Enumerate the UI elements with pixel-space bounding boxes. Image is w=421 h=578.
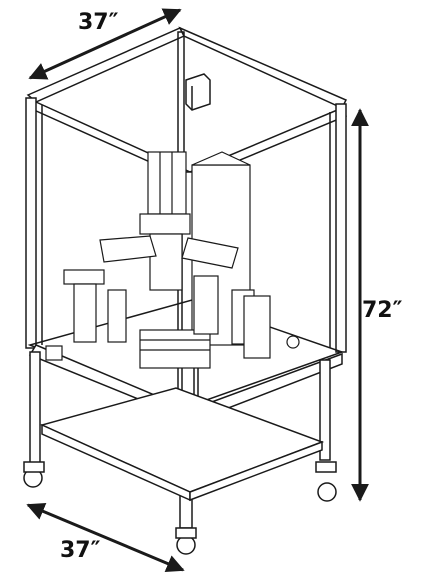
cylinder: [147, 151, 187, 215]
fixture-arm-right: [181, 237, 239, 269]
work-plate: [139, 329, 211, 369]
bottom-depth-label: 37″: [60, 538, 101, 563]
leg-left: [29, 351, 41, 465]
machinery: [45, 151, 300, 369]
top-width-arrow: [28, 8, 182, 80]
leg-right: [319, 359, 331, 461]
control-box: [185, 73, 211, 111]
post-left: [25, 97, 37, 349]
tool-head: [149, 233, 183, 291]
caster-right: [317, 482, 337, 502]
fixture-arm-left: [99, 235, 157, 263]
top-width-label: 37″: [78, 10, 119, 35]
lower-shelf: [39, 387, 325, 493]
height-label: 72″: [362, 298, 403, 323]
cart-base: [23, 351, 337, 555]
dimension-arrows: [26, 8, 369, 573]
post-right: [335, 103, 347, 353]
clamp-left: [63, 269, 105, 285]
foot-sensor: [286, 335, 300, 349]
post-back: [177, 31, 185, 173]
top-frame-left: [26, 27, 186, 103]
clamp-center: [107, 289, 127, 343]
bottom-depth-arrow: [26, 502, 185, 573]
arm-link: [193, 275, 219, 335]
